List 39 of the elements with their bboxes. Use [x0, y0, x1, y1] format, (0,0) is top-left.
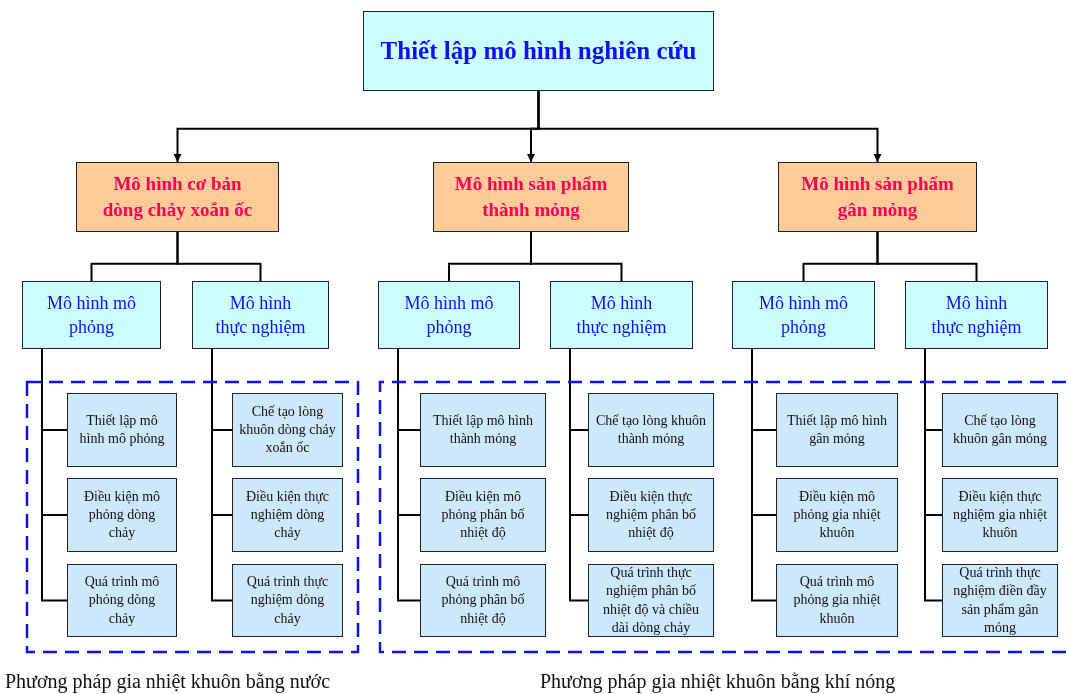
frame-caption: Phương pháp gia nhiệt khuôn bằng khí nóng — [540, 670, 896, 693]
step-box: Điều kiện thực nghiệm phân bố nhiệt độ — [588, 478, 714, 552]
model-box: Mô hình thực nghiệm — [550, 281, 693, 349]
step-box: Thiết lập mô hình thành mỏng — [420, 393, 546, 467]
title-box: Thiết lập mô hình nghiên cứu — [363, 11, 714, 91]
step-box: Điều kiện thực nghiệm dòng chảy — [232, 478, 343, 552]
connector-line — [924, 348, 943, 602]
step-box: Quá trình thực nghiệm dòng chảy — [232, 564, 343, 637]
connector-line — [397, 348, 421, 602]
category-box: Mô hình cơ bản dòng chảy xoắn ốc — [76, 162, 279, 232]
step-box: Quá trình thực nghiệm điền đầy sản phẩm gân mỏng — [942, 564, 1058, 637]
category-box: Mô hình sản phẩm gân mỏng — [778, 162, 977, 232]
connector-line — [569, 348, 589, 602]
step-box: Chế tạo lòng khuôn dòng chảy xoắn ốc — [232, 393, 343, 467]
step-box: Điều kiện mô phỏng dòng chảy — [67, 478, 177, 552]
step-box: Chế tạo lòng khuôn gân mỏng — [942, 393, 1058, 467]
model-box: Mô hình mô phỏng — [732, 281, 875, 349]
step-box: Điều kiện thực nghiệm gia nhiệt khuôn — [942, 478, 1058, 552]
step-box: Điều kiện mô phỏng phân bố nhiệt độ — [420, 478, 546, 552]
frame-caption: Phương pháp gia nhiệt khuôn bằng nước — [5, 670, 330, 693]
model-box: Mô hình thực nghiệm — [905, 281, 1048, 349]
model-box: Mô hình mô phỏng — [22, 281, 161, 349]
step-box: Thiết lập mô hình gân mỏng — [776, 393, 898, 467]
step-box: Điều kiện mô phỏng gia nhiệt khuôn — [776, 478, 898, 552]
model-box: Mô hình mô phỏng — [378, 281, 520, 349]
connector-line — [41, 348, 68, 602]
step-box: Quá trình mô phỏng gia nhiệt khuôn — [776, 564, 898, 637]
connector-line — [176, 231, 262, 282]
connector-line — [211, 348, 233, 602]
step-box: Quá trình thực nghiệm phân bố nhiệt độ và chiều dài dòng chảy — [588, 564, 714, 637]
category-box: Mô hình sản phẩm thành mỏng — [433, 162, 629, 232]
step-box: Thiết lập mô hình mô phỏng — [67, 393, 177, 467]
step-box: Quá trình mô phỏng dòng chảy — [67, 564, 177, 637]
model-box: Mô hình thực nghiệm — [192, 281, 329, 349]
connector-line — [537, 90, 882, 163]
step-box: Chế tạo lòng khuôn thành mỏng — [588, 393, 714, 467]
step-box: Quá trình mô phỏng phân bố nhiệt độ — [420, 564, 546, 637]
connector-line — [876, 231, 978, 282]
connector-line — [751, 348, 777, 602]
